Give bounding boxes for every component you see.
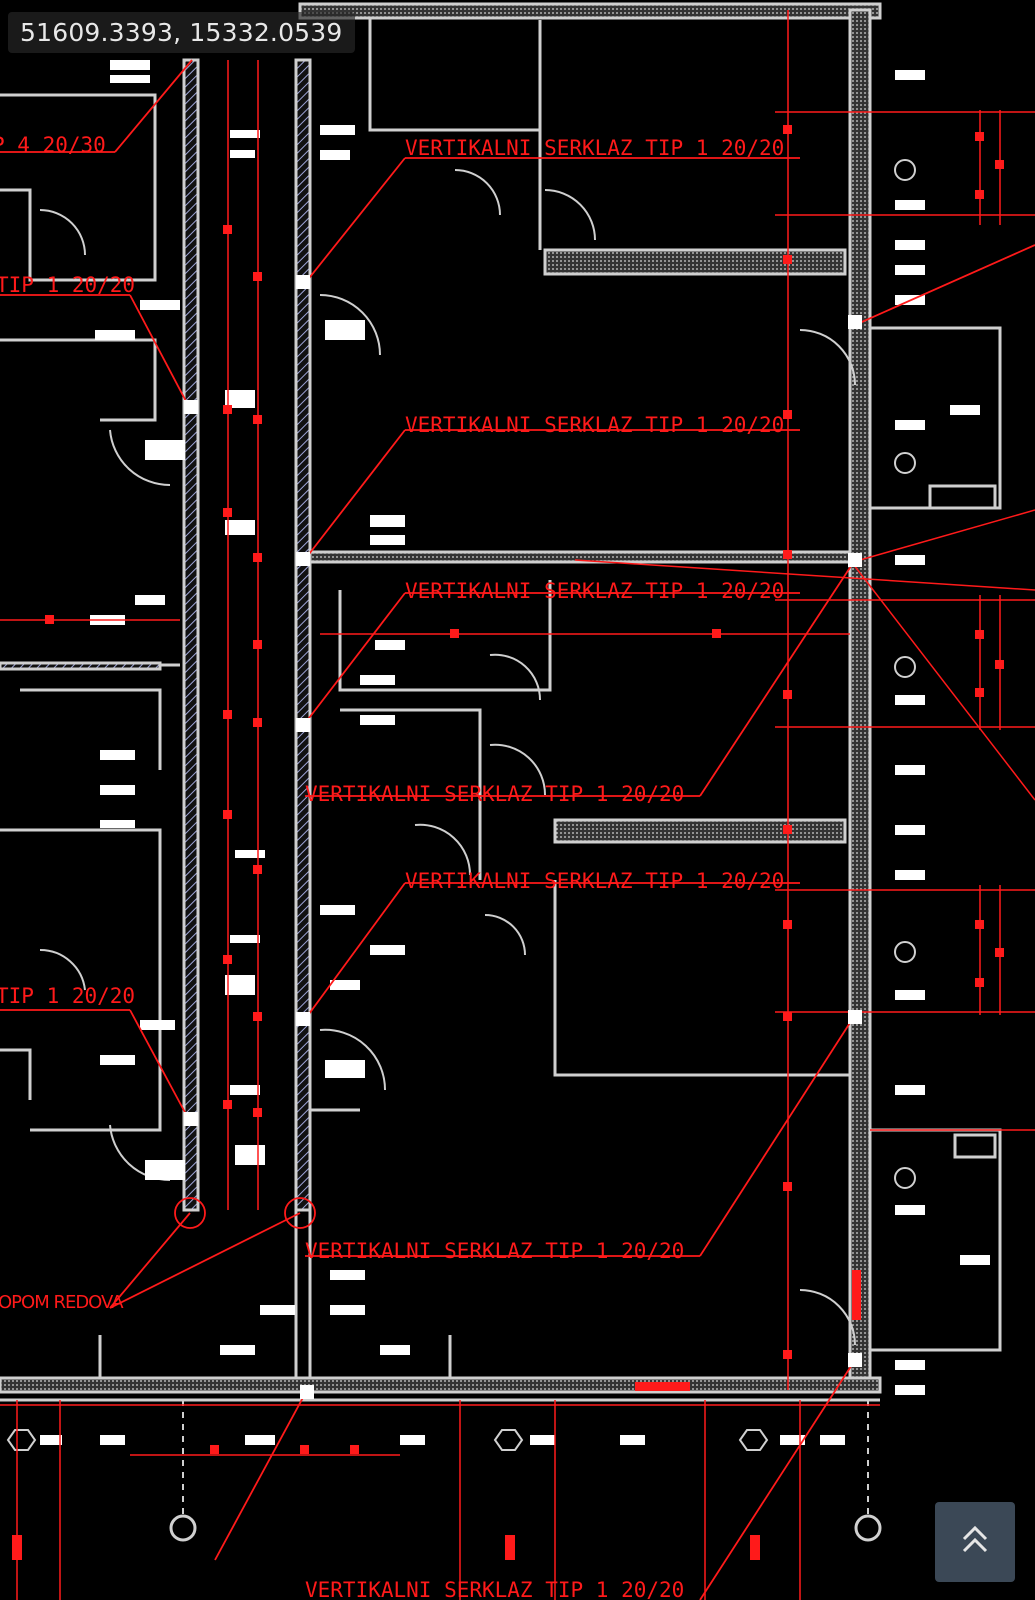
wall-layer	[0, 2, 1002, 1402]
double-chevron-up-icon	[960, 1523, 990, 1561]
column-markers	[184, 275, 862, 1399]
scroll-to-top-button[interactable]	[935, 1502, 1015, 1582]
annotation-labels: P 4 20/30 VERTIKALNI SERKLAZ TIP 1 20/20…	[0, 133, 784, 1600]
annotation-label: VERTIKALNI SERKLAZ TIP 1 20/20	[305, 1239, 684, 1263]
annotation-label: VERTIKALNI SERKLAZ TIP 1 20/20	[405, 869, 784, 893]
leader-lines	[0, 59, 1035, 1600]
annotation-label: VERTIKALNI SERKLAZ TIP 1 20/20	[305, 782, 684, 806]
annotation-label: TIP 1 20/20	[0, 984, 135, 1008]
door-swings	[39, 169, 856, 1346]
coordinate-readout: 51609.3393, 15332.0539	[8, 12, 355, 53]
annotation-label: VERTIKALNI SERKLAZ TIP 1 20/20	[405, 579, 784, 603]
annotation-label: VERTIKALNI SERKLAZ TIP 1 20/20	[305, 1578, 684, 1600]
annotation-label: P 4 20/30	[0, 133, 106, 157]
dimension-ticks	[12, 125, 1004, 1560]
fixtures	[6, 159, 916, 1542]
annotation-label: VERTIKALNI SERKLAZ TIP 1 20/20	[405, 413, 784, 437]
symbol-blocks	[40, 60, 990, 1445]
annotation-label: OPOM REDOVA	[0, 1292, 124, 1313]
annotation-label: VERTIKALNI SERKLAZ TIP 1 20/20	[405, 136, 784, 160]
annotation-label: TIP 1 20/20	[0, 273, 135, 297]
dimension-lines	[0, 10, 1035, 1600]
